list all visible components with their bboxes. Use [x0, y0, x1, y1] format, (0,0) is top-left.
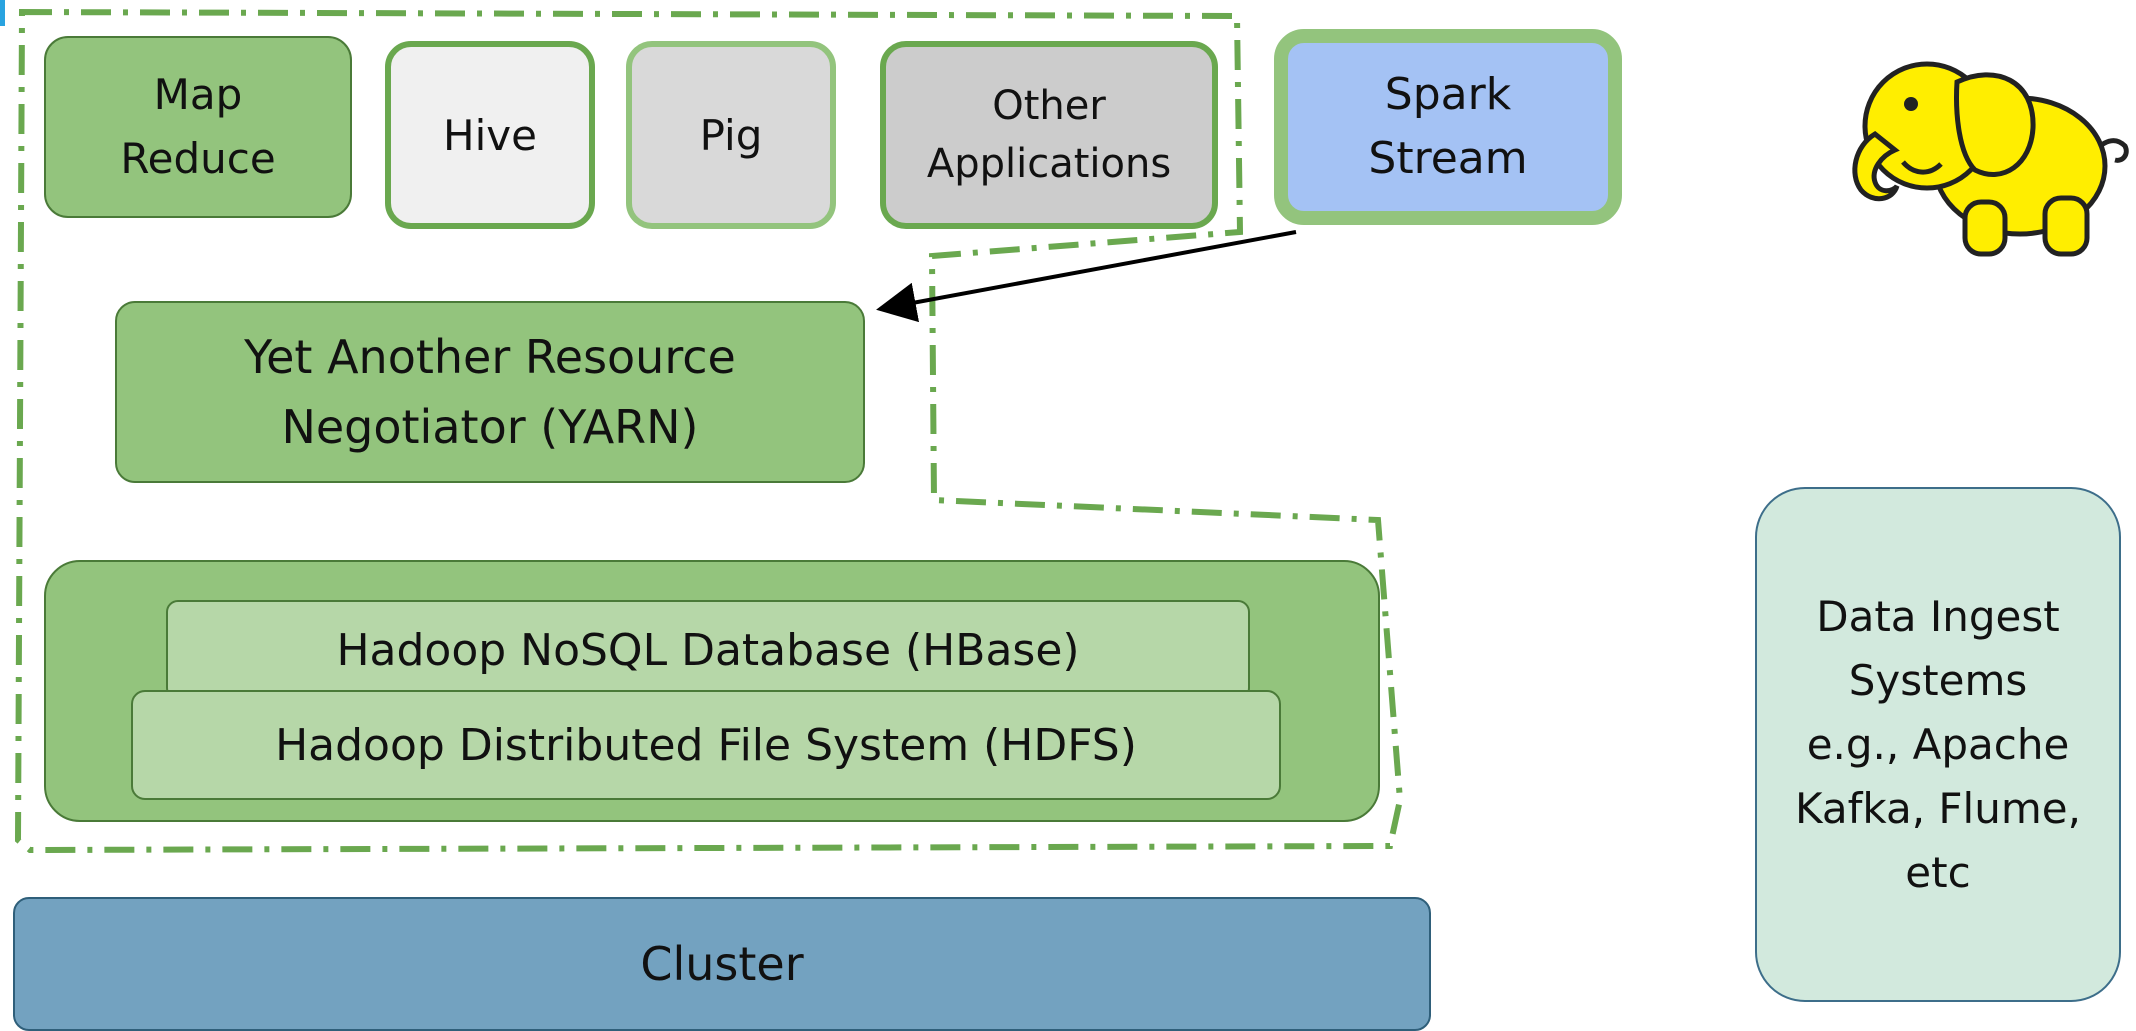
hive-label: Hive	[443, 110, 537, 160]
hdfs-box: Hadoop Distributed File System (HDFS)	[131, 690, 1281, 800]
other-applications-label: Other Applications	[926, 83, 1172, 187]
elephant-ear	[1954, 72, 2036, 177]
spark-stream-label: Spark Stream	[1368, 69, 1528, 184]
elephant-leg-front	[2042, 195, 2090, 257]
pig-label: Pig	[699, 110, 763, 160]
hbase-box: Hadoop NoSQL Database (HBase)	[166, 600, 1250, 700]
mapreduce-box: Map Reduce	[44, 36, 352, 218]
other-applications-box: Other Applications	[880, 41, 1218, 229]
elephant-eye	[1904, 97, 1918, 111]
mapreduce-label: Map Reduce	[120, 70, 276, 183]
yarn-box: Yet Another Resource Negotiator (YARN)	[115, 301, 865, 483]
cluster-label: Cluster	[640, 937, 804, 991]
elephant-trunk	[1852, 130, 1900, 202]
slide-accent-bar	[0, 0, 5, 26]
data-ingest-label: Data Ingest Systems e.g., Apache Kafka, …	[1795, 591, 2081, 897]
data-ingest-box: Data Ingest Systems e.g., Apache Kafka, …	[1755, 487, 2121, 1002]
pig-box: Pig	[626, 41, 836, 229]
cluster-box: Cluster	[13, 897, 1431, 1031]
elephant-tail	[2091, 138, 2129, 163]
elephant-leg-back	[1962, 199, 2008, 257]
spark-stream-box: Spark Stream	[1274, 29, 1622, 225]
yarn-label: Yet Another Resource Negotiator (YARN)	[244, 330, 736, 454]
hadoop-elephant-icon	[1852, 61, 2129, 257]
hbase-label: Hadoop NoSQL Database (HBase)	[336, 624, 1080, 676]
hdfs-label: Hadoop Distributed File System (HDFS)	[275, 719, 1137, 771]
spark-to-yarn-arrow	[876, 230, 1297, 323]
elephant-mouth	[1901, 160, 1943, 175]
hive-box: Hive	[385, 41, 595, 229]
